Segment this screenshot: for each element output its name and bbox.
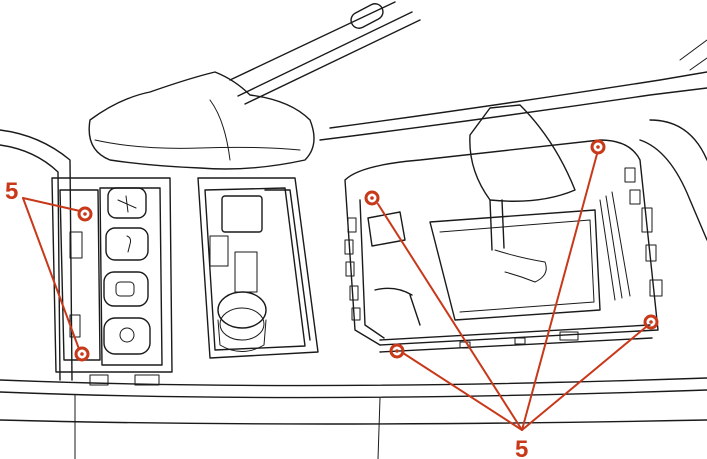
switch-button-4[interactable] [103, 317, 151, 355]
callout-label-left: 5 [5, 178, 18, 205]
fan-icon [117, 195, 137, 213]
lock-icon [119, 327, 135, 343]
screw-icon [389, 343, 405, 359]
callout-label-bottom: 5 [515, 436, 528, 459]
console-outline [0, 39, 707, 459]
screw-markers [74, 139, 659, 362]
screw-icon [74, 346, 90, 362]
leader-lines [22, 153, 647, 431]
gear-icon [115, 281, 135, 297]
screw-icon [643, 314, 659, 330]
switch-button-1[interactable] [107, 187, 147, 219]
gear-shift-lever[interactable] [469, 104, 576, 283]
screw-icon [590, 139, 606, 155]
screw-icon [77, 206, 93, 222]
cup-holder-bay [197, 177, 319, 359]
shifter-module [344, 139, 663, 353]
switch-button-3[interactable] [103, 271, 149, 307]
switch-button-2[interactable] [105, 227, 149, 261]
key-icon [126, 235, 132, 253]
screw-icon [364, 190, 380, 206]
handbrake-lever [88, 1, 421, 170]
